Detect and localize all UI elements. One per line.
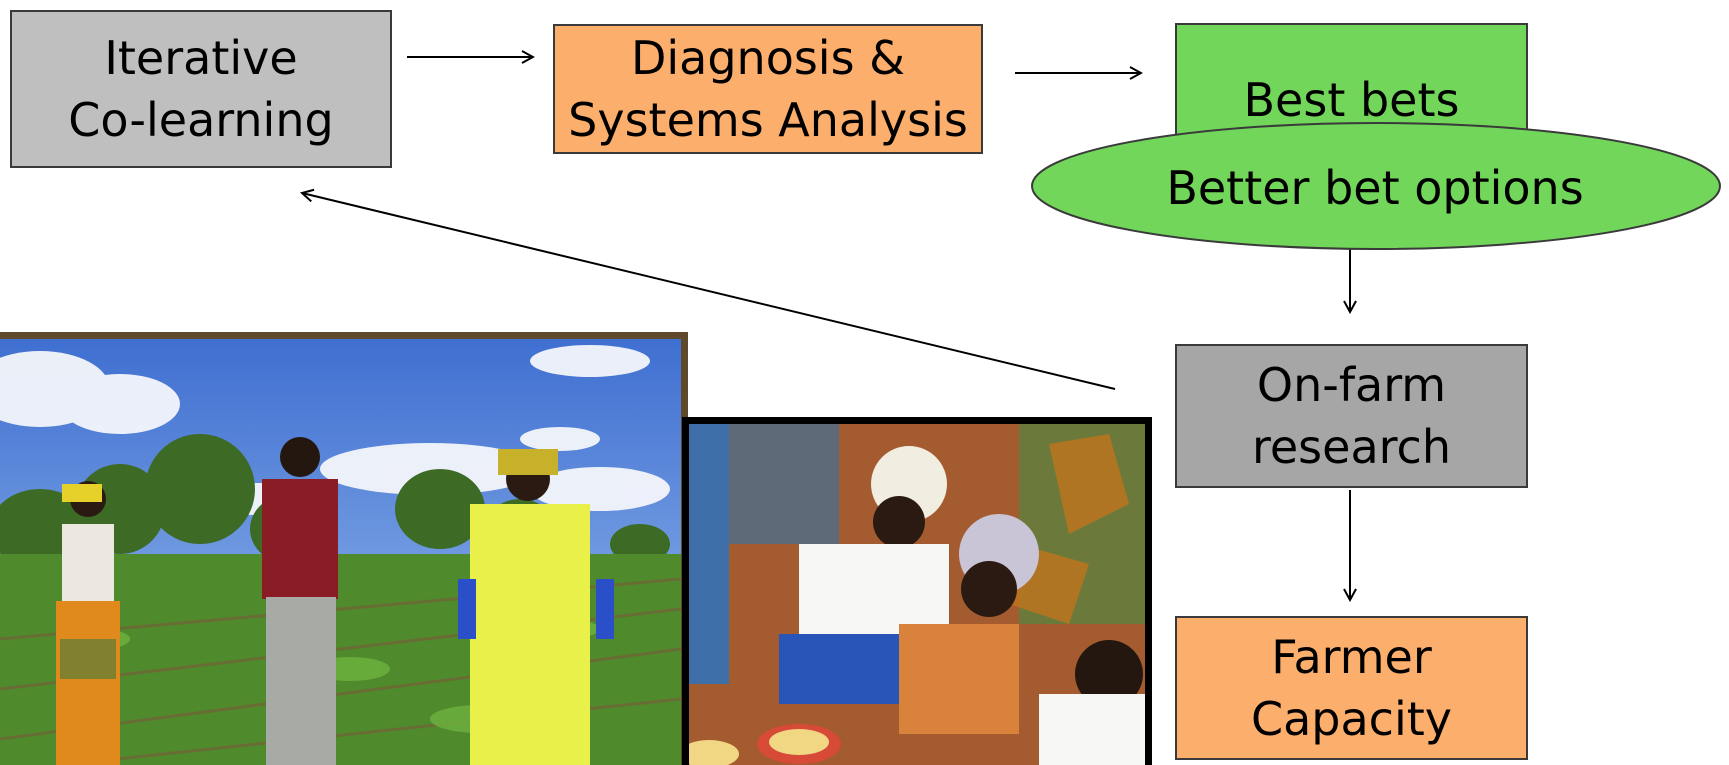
arrow-onfarm-to-iterative [302,193,1116,390]
node-farmer-capacity: Farmer Capacity [1175,616,1528,760]
node-best-bets-label: Best bets [1243,73,1460,127]
node-on-farm-line2: research [1251,420,1451,474]
node-iterative-co-learning: Iterative Co-learning [10,10,392,168]
photo-person-patterned-headwrap [899,514,1039,734]
node-on-farm-research: On-farm research [1175,344,1528,488]
photo-field-scene [0,339,681,765]
photo-group-scene [689,424,1145,765]
node-farmer-capacity-line1: Farmer [1271,630,1432,684]
photo-person-left [56,481,120,765]
node-iterative-line2: Co-learning [68,93,334,147]
node-diagnosis-line2: Systems Analysis [568,93,968,147]
photo-person-center [262,437,338,765]
node-diagnosis-line1: Diagnosis & [630,31,906,85]
node-better-bet-options-ellipse [1031,122,1721,250]
node-on-farm-line1: On-farm [1256,358,1447,412]
node-iterative-line1: Iterative [104,31,298,85]
photo-person-bottom-right [1039,640,1145,765]
node-diagnosis-systems-analysis: Diagnosis & Systems Analysis [553,24,983,154]
photo-person-right [458,449,614,765]
node-farmer-capacity-line2: Capacity [1250,692,1453,746]
photo-women-group [682,417,1152,765]
node-better-bet-options-label: Better bet options [1166,161,1584,215]
photo-farmers-in-field [0,332,688,765]
